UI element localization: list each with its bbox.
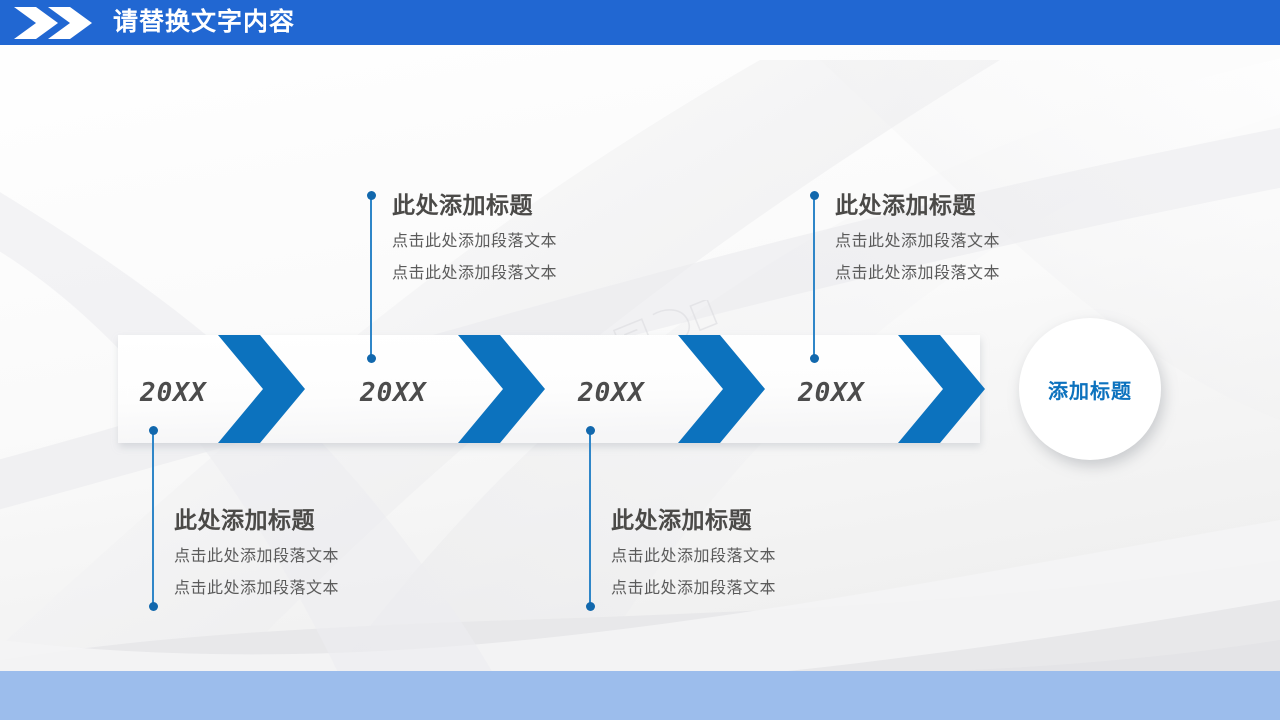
callout-text-block: 此处添加标题 点击此处添加段落文本 点击此处添加段落文本 bbox=[611, 505, 776, 599]
callout-dot-top bbox=[366, 191, 376, 200]
callout-body-line-1: 点击此处添加段落文本 bbox=[835, 233, 1001, 250]
callout-text-block: 此处添加标题 点击此处添加段落文本 点击此处添加段落文本 bbox=[174, 505, 339, 599]
callout-dot-bottom bbox=[148, 602, 158, 611]
callout-body-line-2: 点击此处添加段落文本 bbox=[174, 580, 340, 597]
page-title: 请替换文字内容 bbox=[113, 8, 296, 36]
callout-text-block: 此处添加标题 点击此处添加段落文本 点击此处添加段落文本 bbox=[392, 190, 557, 284]
timeline-end-node-label: 添加标题 bbox=[1048, 380, 1132, 403]
callout-dot-bottom bbox=[809, 354, 819, 363]
callout-top-1: 此处添加标题 点击此处添加段落文本 点击此处添加段落文本 bbox=[366, 190, 630, 365]
timeline-year-3: 20XX bbox=[578, 378, 645, 408]
callout-bottom-1: 此处添加标题 点击此处添加段落文本 点击此处添加段落文本 bbox=[148, 425, 412, 620]
callout-text-block: 此处添加标题 点击此处添加段落文本 点击此处添加段落文本 bbox=[835, 190, 1000, 284]
double-chevron-right-icon bbox=[14, 7, 92, 39]
callout-connector-line bbox=[589, 430, 591, 606]
callout-title: 此处添加标题 bbox=[392, 192, 533, 218]
callout-title: 此处添加标题 bbox=[835, 192, 976, 218]
callout-body-line-2: 点击此处添加段落文本 bbox=[392, 265, 558, 282]
callout-body-line-2: 点击此处添加段落文本 bbox=[835, 265, 1001, 282]
callout-dot-top bbox=[585, 426, 595, 435]
timeline-year-4: 20XX bbox=[798, 378, 865, 408]
callout-dot-bottom bbox=[366, 354, 376, 363]
timeline-year-1: 20XX bbox=[140, 378, 207, 408]
timeline-end-node[interactable]: 添加标题 bbox=[1019, 318, 1161, 460]
callout-title: 此处添加标题 bbox=[611, 507, 752, 533]
callout-connector-line bbox=[370, 195, 372, 358]
callout-top-2: 此处添加标题 点击此处添加段落文本 点击此处添加段落文本 bbox=[809, 190, 1073, 365]
callout-dot-top bbox=[809, 191, 819, 200]
header-bar bbox=[0, 0, 1280, 45]
callout-body-line-1: 点击此处添加段落文本 bbox=[611, 548, 777, 565]
footer-bar bbox=[0, 671, 1280, 720]
callout-dot-top bbox=[148, 426, 158, 435]
callout-connector-line bbox=[813, 195, 815, 358]
callout-title: 此处添加标题 bbox=[174, 507, 315, 533]
callout-body-line-1: 点击此处添加段落文本 bbox=[174, 548, 340, 565]
timeline-band bbox=[118, 335, 985, 443]
timeline-year-2: 20XX bbox=[360, 378, 427, 408]
callout-body-line-2: 点击此处添加段落文本 bbox=[611, 580, 777, 597]
callout-dot-bottom bbox=[585, 602, 595, 611]
callout-body-line-1: 点击此处添加段落文本 bbox=[392, 233, 558, 250]
callout-bottom-2: 此处添加标题 点击此处添加段落文本 点击此处添加段落文本 bbox=[585, 425, 849, 620]
callout-connector-line bbox=[152, 430, 154, 606]
